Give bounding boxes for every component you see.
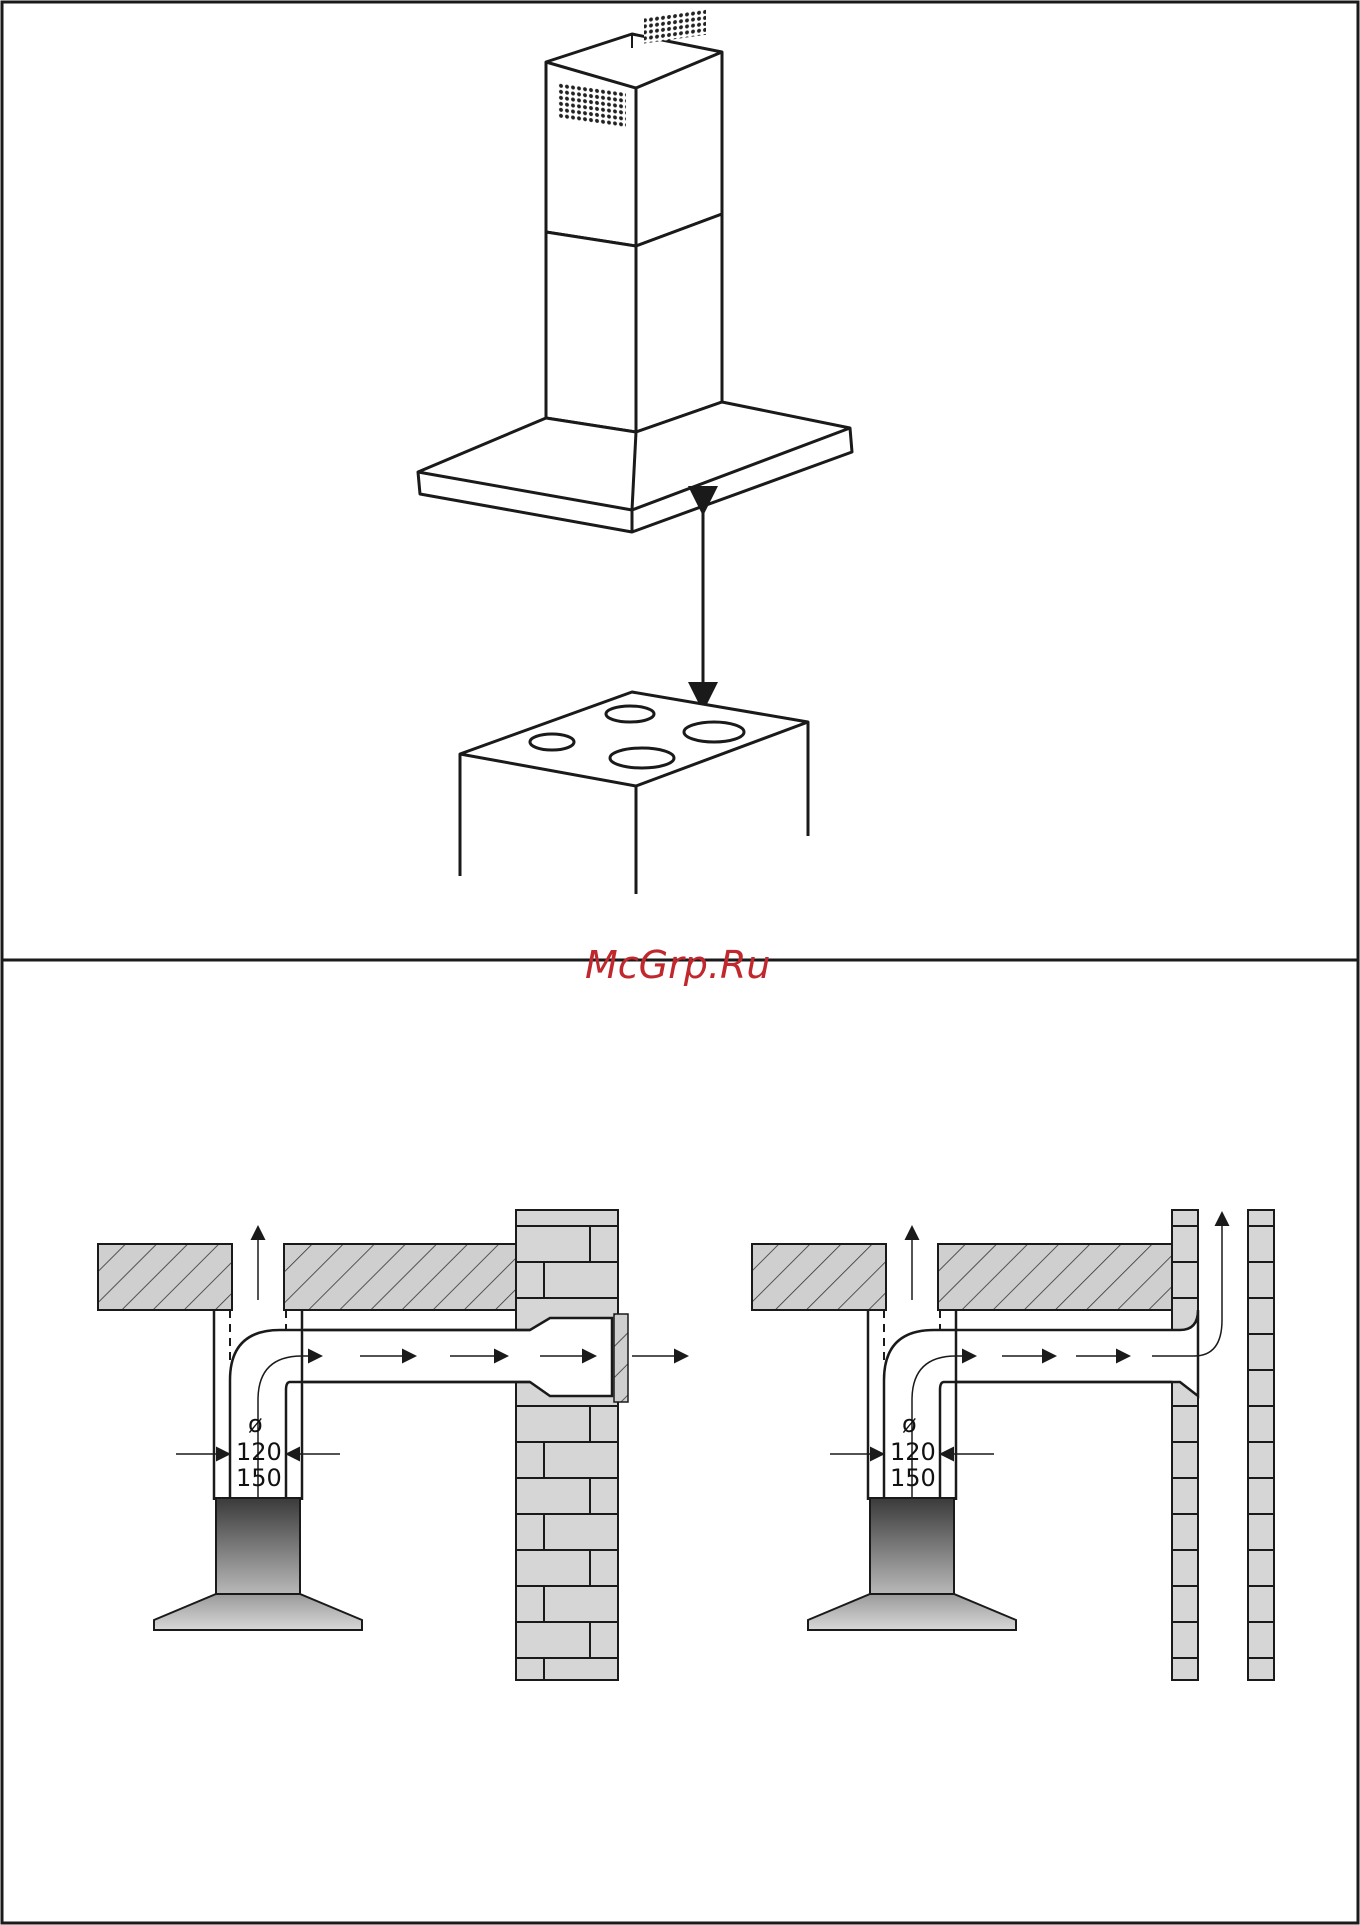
diameter-120: 120	[236, 1438, 282, 1466]
diameter-150-2: 150	[890, 1464, 936, 1492]
wall-vent-grille	[614, 1314, 628, 1402]
ceiling-slab-right	[284, 1244, 518, 1310]
chimney-lower	[546, 214, 722, 432]
hood-canopy-side	[154, 1594, 362, 1630]
ducting-into-chimney-diagram: ø 120 150	[752, 1210, 1274, 1680]
chimney-wall-left	[1172, 1210, 1198, 1680]
hood-canopy-side-2	[808, 1594, 1016, 1630]
diameter-symbol: ø	[248, 1410, 263, 1438]
ceiling-slab-right-2	[938, 1244, 1172, 1310]
brick-wall	[516, 1210, 618, 1680]
chimney-upper	[546, 34, 722, 246]
cooktop-cabinet	[460, 692, 808, 894]
hood-motor-housing-2	[870, 1498, 954, 1594]
chimney-wall-right	[1248, 1210, 1274, 1680]
ceiling-slab-left	[98, 1244, 232, 1310]
island-hood-illustration	[418, 34, 852, 532]
vent-grill-right	[644, 9, 706, 44]
hood-motor-housing	[216, 1498, 300, 1594]
diameter-150: 150	[236, 1464, 282, 1492]
watermark: McGrp.Ru	[585, 943, 770, 987]
diameter-120-2: 120	[890, 1438, 936, 1466]
diameter-symbol-2: ø	[902, 1410, 917, 1438]
ducting-through-wall-diagram: ø 120 150	[98, 1210, 686, 1680]
ceiling-slab-left-2	[752, 1244, 886, 1310]
